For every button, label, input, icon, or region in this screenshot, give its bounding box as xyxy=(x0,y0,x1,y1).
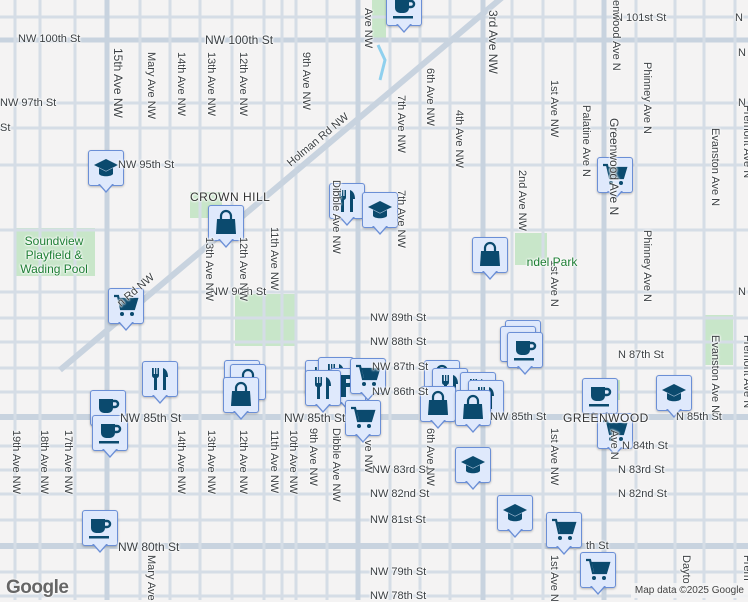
bag-icon xyxy=(223,377,259,413)
marker-pointer xyxy=(102,448,118,458)
park-area xyxy=(372,0,386,40)
bag-place-marker[interactable] xyxy=(223,377,259,421)
bag-place-marker[interactable] xyxy=(455,390,491,434)
school-icon xyxy=(88,150,124,186)
restaurant-icon xyxy=(329,183,365,219)
restaurant-icon xyxy=(142,361,178,397)
bag-icon xyxy=(208,205,244,241)
marker-pointer xyxy=(360,391,376,401)
cart-icon xyxy=(350,358,386,394)
cart-icon xyxy=(580,552,616,588)
coffee-icon xyxy=(386,0,422,26)
google-logo: Google xyxy=(6,577,69,598)
coffee-icon xyxy=(507,332,543,368)
marker-pointer xyxy=(152,394,168,404)
coffee-icon xyxy=(82,510,118,546)
school-place-marker[interactable] xyxy=(656,375,692,419)
bag-icon xyxy=(472,237,508,273)
restaurant-icon xyxy=(305,370,341,406)
school-icon xyxy=(497,495,533,531)
restaurant-place-marker[interactable] xyxy=(329,183,365,227)
park-area xyxy=(235,294,297,346)
marker-pointer xyxy=(218,238,234,248)
marker-pointer xyxy=(315,403,331,413)
cart-place-marker[interactable] xyxy=(597,413,633,457)
cart-place-marker[interactable] xyxy=(546,512,582,556)
park-area xyxy=(15,228,95,276)
school-place-marker[interactable] xyxy=(497,495,533,539)
school-icon xyxy=(362,192,398,228)
bag-place-marker[interactable] xyxy=(208,205,244,249)
coffee-icon xyxy=(92,415,128,451)
marker-pointer xyxy=(118,321,134,331)
creek xyxy=(376,44,387,81)
coffee-place-marker[interactable] xyxy=(386,0,422,34)
park-area xyxy=(705,315,733,365)
cart-icon xyxy=(597,157,633,193)
marker-pointer xyxy=(339,216,355,226)
coffee-place-marker[interactable] xyxy=(82,510,118,554)
school-place-marker[interactable] xyxy=(455,447,491,491)
marker-pointer xyxy=(607,446,623,456)
cart-place-marker[interactable] xyxy=(580,552,616,596)
marker-pointer xyxy=(517,365,533,375)
school-icon xyxy=(656,375,692,411)
marker-pointer xyxy=(607,190,623,200)
bag-icon xyxy=(420,386,456,422)
marker-pointer xyxy=(482,270,498,280)
coffee-place-marker[interactable] xyxy=(582,378,618,422)
cart-place-marker[interactable] xyxy=(345,400,381,444)
marker-pointer xyxy=(507,528,523,538)
coffee-place-marker[interactable] xyxy=(92,415,128,459)
cart-place-marker[interactable] xyxy=(597,157,633,201)
marker-pointer xyxy=(355,433,371,443)
marker-pointer xyxy=(666,408,682,418)
cart-place-marker[interactable] xyxy=(350,358,386,402)
cart-icon xyxy=(108,288,144,324)
marker-pointer xyxy=(430,419,446,429)
bag-place-marker[interactable] xyxy=(420,386,456,430)
coffee-icon xyxy=(582,378,618,414)
school-place-marker[interactable] xyxy=(88,150,124,194)
marker-pointer xyxy=(92,543,108,553)
marker-pointer xyxy=(396,23,412,33)
bag-place-marker[interactable] xyxy=(472,237,508,281)
map-attribution[interactable]: Map data ©2025 Google xyxy=(630,583,748,598)
restaurant-place-marker[interactable] xyxy=(142,361,178,405)
school-place-marker[interactable] xyxy=(362,192,398,236)
cart-place-marker[interactable] xyxy=(108,288,144,332)
marker-pointer xyxy=(556,545,572,555)
marker-pointer xyxy=(98,183,114,193)
coffee-place-marker[interactable] xyxy=(507,332,543,376)
marker-pointer xyxy=(465,480,481,490)
restaurant-place-marker[interactable] xyxy=(305,370,341,414)
marker-pointer xyxy=(465,423,481,433)
cart-icon xyxy=(597,413,633,449)
cart-icon xyxy=(546,512,582,548)
bag-icon xyxy=(455,390,491,426)
marker-pointer xyxy=(372,225,388,235)
school-icon xyxy=(455,447,491,483)
marker-pointer xyxy=(590,585,606,595)
marker-pointer xyxy=(233,410,249,420)
cart-icon xyxy=(345,400,381,436)
